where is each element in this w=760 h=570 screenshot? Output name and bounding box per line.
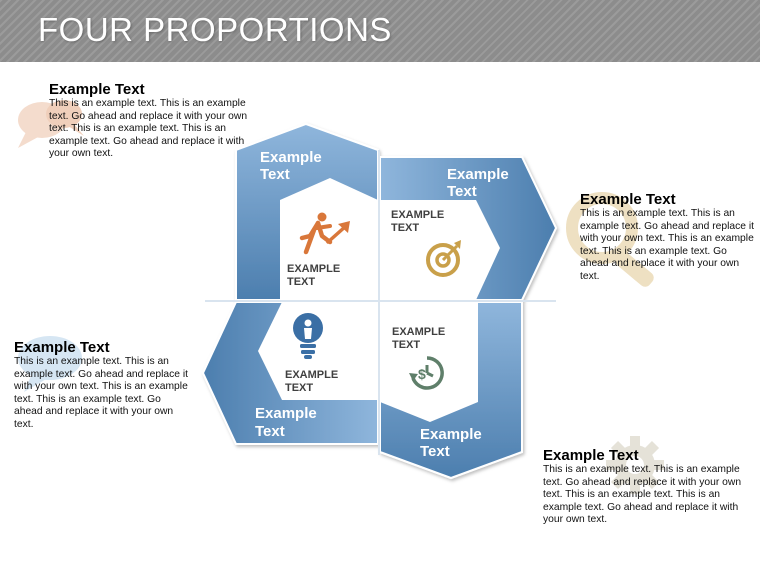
- inner-panel-top-right: [380, 200, 500, 300]
- segment-label-line2: Text: [260, 166, 290, 183]
- segment-label-line1: Example: [447, 166, 509, 183]
- segment-label-line2: Text: [255, 423, 285, 440]
- target-icon: [426, 240, 461, 277]
- inner-panel-bottom-left: [258, 302, 378, 400]
- inner-label-line2: TEXT: [285, 382, 313, 394]
- callout-body: This is an example text. This is an exam…: [14, 356, 189, 430]
- inner-label-line1: EXAMPLE: [285, 369, 338, 381]
- callout-bottom-right: Example Text This is an example text. Th…: [543, 447, 748, 527]
- callout-title: Example Text: [580, 191, 676, 208]
- segment-label-line2: Text: [447, 183, 477, 200]
- title-bar: FOUR PROPORTIONS: [0, 0, 760, 62]
- magnifier-icon: [566, 192, 654, 287]
- callout-body: This is an example text. This is an exam…: [49, 98, 248, 160]
- svg-text:$: $: [418, 366, 426, 382]
- inner-label-line1: EXAMPLE: [392, 326, 445, 338]
- inner-label-line2: TEXT: [287, 276, 315, 288]
- speech-bubbles-icon: [18, 100, 84, 148]
- callout-right-top: Example Text This is an example text. Th…: [580, 191, 754, 284]
- inner-label-line2: TEXT: [392, 339, 420, 351]
- callout-title: Example Text: [49, 81, 145, 98]
- callout-body: This is an example text. This is an exam…: [543, 464, 742, 526]
- runner-arrow-icon: [299, 212, 350, 255]
- gear-icon: [606, 436, 664, 494]
- inner-panel-bottom-right: [380, 302, 478, 422]
- inner-label-line1: EXAMPLE: [287, 263, 340, 275]
- callout-left-bottom: Example Text This is an example text. Th…: [14, 339, 188, 432]
- segment-label-line1: Example: [255, 405, 317, 422]
- page-title: FOUR PROPORTIONS: [38, 11, 392, 48]
- callout-body: This is an example text. This is an exam…: [580, 208, 755, 282]
- lightbulb-person-icon: [293, 313, 323, 359]
- callout-top-left: Example Text This is an example text. Th…: [49, 81, 254, 161]
- segment-label-line1: Example: [260, 149, 322, 166]
- segment-label-line1: Example: [420, 426, 482, 443]
- callout-title: Example Text: [543, 447, 639, 464]
- callout-title: Example Text: [14, 339, 110, 356]
- segment-label-line2: Text: [420, 443, 450, 460]
- inner-label-line1: EXAMPLE: [391, 209, 444, 221]
- dollar-clock-icon: $: [409, 356, 444, 390]
- chat-bubble-icon: [18, 336, 82, 392]
- inner-label-line2: TEXT: [391, 222, 419, 234]
